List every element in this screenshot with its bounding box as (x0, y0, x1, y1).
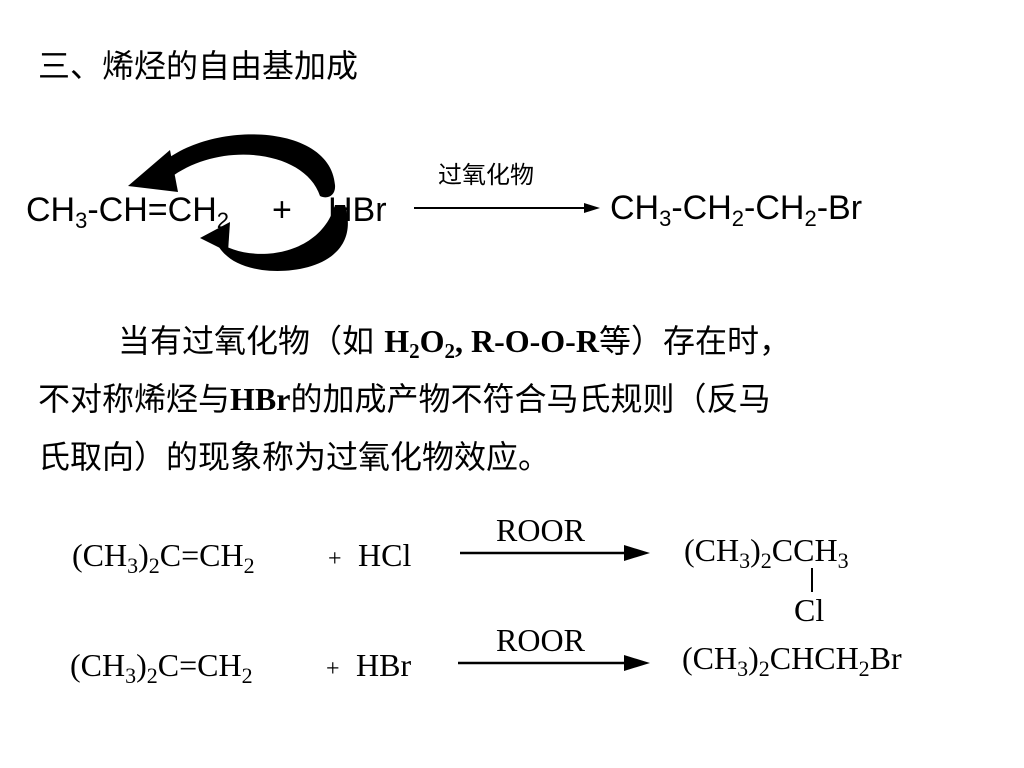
curved-arrow-bottom-icon (215, 205, 348, 271)
curved-arrow-top-icon (150, 134, 336, 198)
curved-arrow-bottom-head-icon (200, 222, 230, 252)
reaction2-arrow-head-icon (624, 545, 650, 561)
reaction3-reactant: (CH3)2C=CH2 (70, 647, 253, 688)
reaction3-arrow-head-icon (624, 655, 650, 671)
reaction2-product-substituent: Cl (794, 592, 825, 628)
slide-title: 三、烯烃的自由基加成 (38, 47, 359, 85)
reaction1-product: CH3-CH2-CH2-Br (610, 189, 863, 231)
peroxide-effect-paragraph: 当有过氧化物（如 H2O2, R-O-O-R等）存在时， 不对称烯烃与HBr的加… (38, 312, 998, 486)
curved-arrow-top-head-icon (128, 150, 178, 192)
reaction1-reagent-hbr: HBr (328, 191, 387, 229)
reaction2-plus: + (328, 546, 342, 572)
reaction3-reagent: HBr (356, 647, 412, 683)
paragraph-line-1: 当有过氧化物（如 H2O2, R-O-O-R等）存在时， (118, 322, 791, 363)
reaction3-product: (CH3)2CHCH2Br (682, 640, 902, 681)
paragraph-line-3: 氏取向）的现象称为过氧化物效应。 (38, 438, 551, 476)
reaction2-reactant: (CH3)2C=CH2 (72, 537, 255, 578)
reaction2-product: (CH3)2CCH3 (684, 532, 849, 573)
reaction2-reagent: HCl (358, 537, 412, 573)
reaction1-plus: + (272, 191, 292, 229)
reaction3-plus: + (326, 656, 340, 682)
reaction1-arrow-head-icon (584, 203, 600, 213)
reaction3-condition: ROOR (496, 622, 585, 658)
reaction1-reactant-propene: CH3-CH=CH2 (26, 191, 230, 233)
reaction1-condition: 过氧化物 (438, 161, 534, 189)
reaction2-condition: ROOR (496, 512, 585, 548)
paragraph-line-2: 不对称烯烃与HBr的加成产物不符合马氏规则（反马 (38, 380, 771, 418)
